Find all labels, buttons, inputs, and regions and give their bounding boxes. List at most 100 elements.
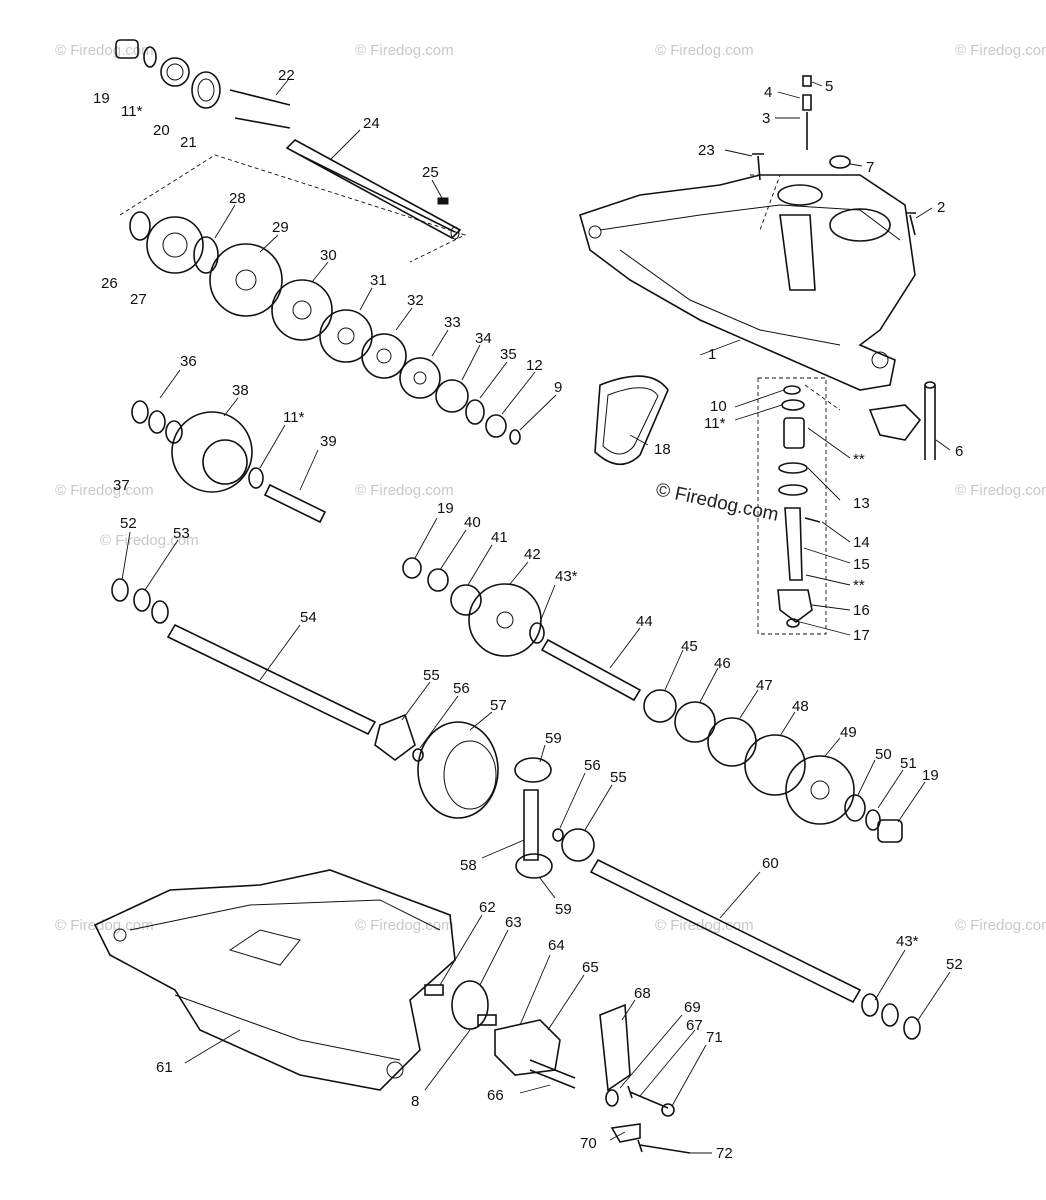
axle-60	[589, 858, 862, 1004]
washer-36b	[165, 420, 183, 444]
part-label: 47	[756, 677, 773, 694]
gear-42	[468, 583, 542, 657]
part-label: 23	[698, 142, 715, 159]
washer-43	[529, 622, 545, 644]
part-label: 11*	[121, 103, 143, 120]
part-label: 64	[548, 937, 565, 954]
lever-68	[599, 1003, 631, 1092]
axle-60-group	[589, 858, 921, 1040]
watermark: © Firedog.com	[100, 532, 199, 549]
part-label: 22	[278, 67, 295, 84]
bevel-pinion-column	[777, 385, 821, 628]
gear-49	[785, 755, 855, 825]
part-label: 57	[490, 697, 507, 714]
axle-54-group	[111, 578, 424, 762]
part-label: 44	[636, 613, 653, 630]
housing-top-1	[579, 75, 916, 391]
nut-71	[661, 1103, 675, 1117]
gear-31	[319, 309, 373, 363]
part-label: 19	[93, 90, 110, 107]
part-label: 8	[411, 1093, 419, 1110]
brake-group	[424, 980, 691, 1154]
part-label: 60	[762, 855, 779, 872]
part-label: 43*	[555, 568, 578, 585]
part-label: 15	[853, 556, 870, 573]
part-label: 11*	[283, 409, 305, 426]
bearing-28	[193, 236, 219, 274]
pad-8	[477, 1014, 497, 1026]
bevel-gear-55	[374, 713, 416, 761]
part-label: 33	[444, 314, 461, 331]
bushing-12	[485, 414, 507, 438]
part-label: 20	[153, 122, 170, 139]
cap-7	[829, 155, 851, 169]
part-label: 52	[120, 515, 137, 532]
gear-38	[171, 411, 253, 493]
part-label: 1	[708, 346, 716, 363]
pin-58	[523, 789, 539, 861]
shaft-44-group	[540, 638, 903, 843]
part-label: 56	[453, 680, 470, 697]
washer-11b	[248, 467, 264, 489]
bearing-50	[844, 794, 866, 822]
sprocket-27	[146, 216, 204, 274]
part-label: 45	[681, 638, 698, 655]
part-label: 69	[684, 999, 701, 1016]
washer-36a	[148, 410, 166, 434]
part-label: 48	[792, 698, 809, 715]
seal-52	[111, 578, 129, 602]
part-label: 17	[853, 627, 870, 644]
part-label: 67	[686, 1017, 703, 1034]
washer-10	[783, 385, 801, 395]
shaft-assembly-frame	[119, 154, 467, 263]
gear-45	[643, 689, 677, 723]
part-label: 13	[853, 495, 870, 512]
shaft-15	[784, 507, 803, 581]
part-label: 16	[853, 602, 870, 619]
pinion-59b	[515, 853, 553, 879]
bolt-67	[627, 1085, 669, 1109]
pins-66	[529, 1059, 576, 1089]
washer-11c	[781, 399, 805, 411]
bushing-40	[427, 568, 449, 592]
ring-17	[786, 618, 800, 628]
part-label: **	[853, 451, 865, 468]
bearing	[783, 417, 805, 449]
watermark: © Firedog.com	[355, 42, 454, 59]
pinion-59a	[514, 757, 552, 783]
part-label: 18	[654, 441, 671, 458]
part-label: 7	[866, 159, 874, 176]
watermark: © Firedog.com	[955, 917, 1046, 934]
bolt-2	[906, 212, 916, 236]
washer-13b	[778, 484, 808, 496]
part-label: 36	[180, 353, 197, 370]
washer-51	[865, 809, 881, 831]
part-label: 25	[422, 164, 439, 181]
washer-53b	[151, 600, 169, 624]
part-label: 40	[464, 514, 481, 531]
housing-frame	[750, 174, 781, 231]
gear-46	[674, 701, 716, 743]
caliper-65	[494, 1019, 561, 1076]
gear-47	[707, 717, 757, 767]
part-label: 10	[710, 398, 727, 415]
watermark: © Firedog.com	[55, 917, 154, 934]
part-label: 6	[955, 443, 963, 460]
ring-56b	[552, 828, 564, 842]
part-label: 38	[232, 382, 249, 399]
dashed-frames	[119, 154, 841, 635]
bevel-pinion-frame	[757, 377, 827, 635]
pad-62	[424, 984, 444, 996]
part-label: 21	[180, 134, 197, 151]
leader-lines	[121, 81, 951, 1154]
seal-52b	[903, 1016, 921, 1040]
washer-37	[131, 400, 149, 424]
part-label: 19	[437, 500, 454, 517]
gear-29	[209, 243, 283, 317]
pin-14	[804, 517, 821, 523]
part-label: 42	[524, 546, 541, 563]
bolt-72	[637, 1139, 691, 1154]
part-label: 51	[900, 755, 917, 772]
axle-54	[166, 623, 377, 736]
gear-33	[399, 357, 441, 399]
